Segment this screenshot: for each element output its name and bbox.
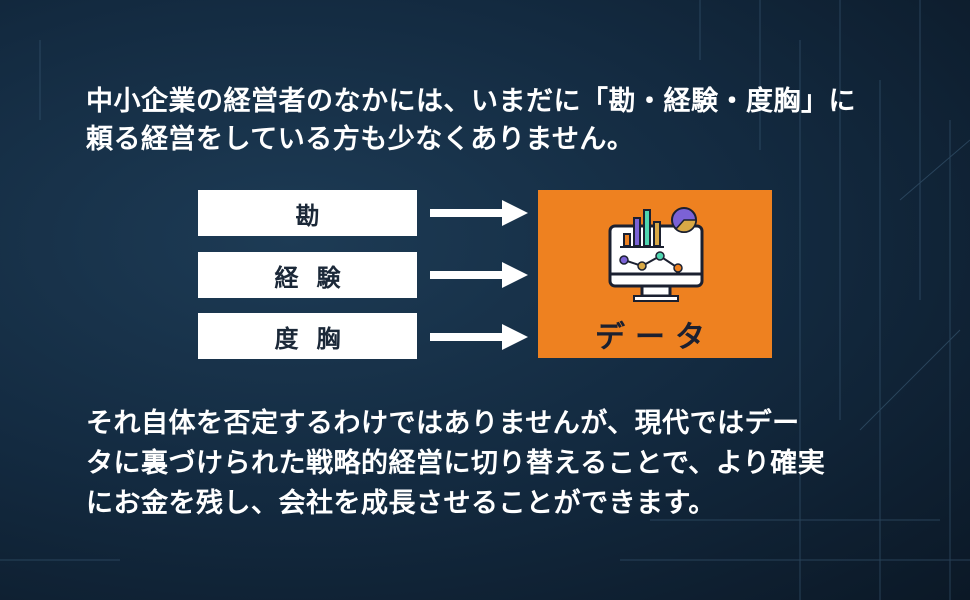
input-box-courage: 度胸 [198,313,417,359]
data-box: データ [538,190,772,358]
input-box-experience: 経験 [198,252,417,298]
data-label: データ [595,320,715,355]
arrow-right-icon [430,200,528,226]
monitor-chart-icon [608,207,704,302]
conclusion-line-3: にお金を残し、会社を成長させることができます。 [86,488,716,519]
intro-line-1: 中小企業の経営者のなかには、いまだに「勘・経験・度胸」に [86,86,856,117]
intro-line-2: 頼る経営をしている方も少なくありません。 [86,124,635,155]
arrow-right-icon [430,262,528,288]
conclusion-line-1: それ自体を否定するわけではありませんが、現代ではデー [86,408,800,439]
conclusion-line-2: タに裏づけられた戦略的経営に切り替えることで、より確実 [86,448,826,479]
input-box-intuition: 勘 [198,190,417,236]
arrow-right-icon [430,324,528,350]
